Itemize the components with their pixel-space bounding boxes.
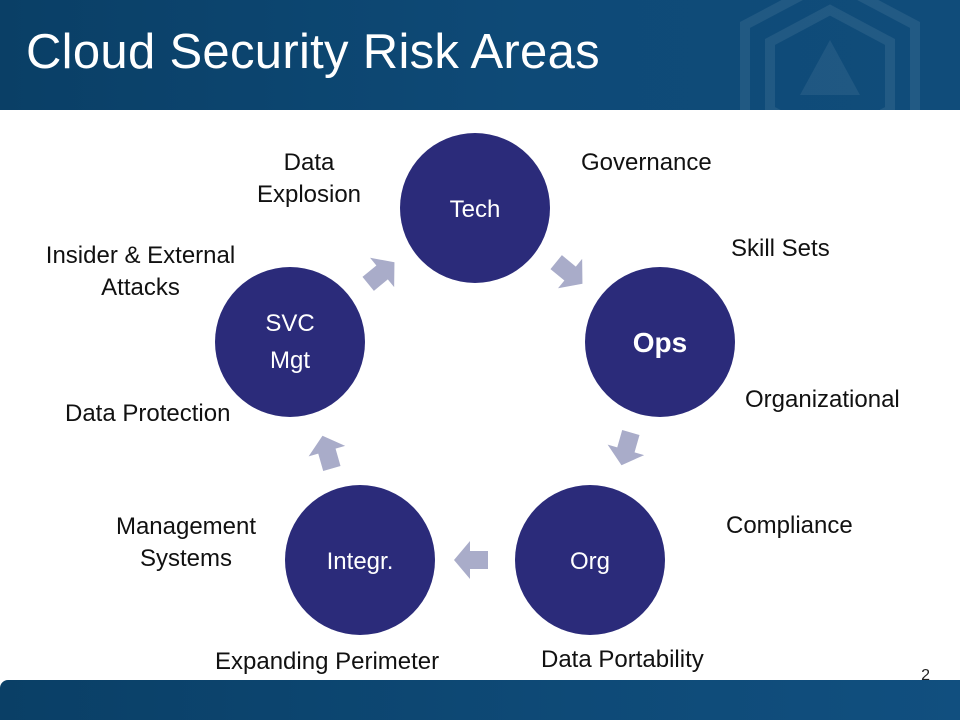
label-compliance: Compliance [726, 512, 853, 539]
label-governance: Governance [581, 149, 712, 176]
node-svc-label-line2: Mgt [270, 347, 310, 374]
slide-number: 2 [921, 667, 930, 684]
label-expanding-perimeter: Expanding Perimeter [215, 648, 440, 675]
node-integr-label: Integr. [327, 548, 394, 575]
node-svc-label-line1: SVC [265, 310, 314, 337]
label-data-explosion: Data Explosion [256, 149, 362, 208]
page-title: Cloud Security Risk Areas [26, 25, 600, 79]
logo-watermark-icon [740, 0, 920, 110]
label-data-portability: Data Portability [541, 646, 704, 673]
label-organizational: Organizational [745, 386, 900, 413]
node-svc: SVC Mgt [215, 267, 365, 417]
node-org-label: Org [570, 548, 610, 575]
node-tech-label: Tech [450, 196, 501, 223]
label-data-protection: Data Protection [65, 400, 231, 427]
risk-cycle-diagram: Tech Ops Org Integr. SVC Mgt [215, 133, 735, 635]
label-insider-external-attacks: Insider & External Attacks [45, 242, 236, 301]
node-tech: Tech [400, 133, 550, 283]
title-bar: Cloud Security Risk Areas [0, 0, 960, 110]
arrow-tech-to-ops-icon [550, 255, 583, 289]
node-org: Org [515, 485, 665, 635]
arrow-ops-to-org-icon [607, 430, 645, 466]
node-integr: Integr. [285, 485, 435, 635]
arrow-svc-to-tech-icon [362, 257, 395, 291]
node-ops-label: Ops [633, 327, 687, 358]
arrow-org-to-integr-icon [454, 541, 488, 579]
footer-bar [0, 680, 960, 720]
label-management-systems: Management Systems [115, 513, 257, 572]
label-skill-sets: Skill Sets [731, 235, 830, 262]
node-ops: Ops [585, 267, 735, 417]
arrow-integr-to-svc-icon [308, 435, 346, 471]
